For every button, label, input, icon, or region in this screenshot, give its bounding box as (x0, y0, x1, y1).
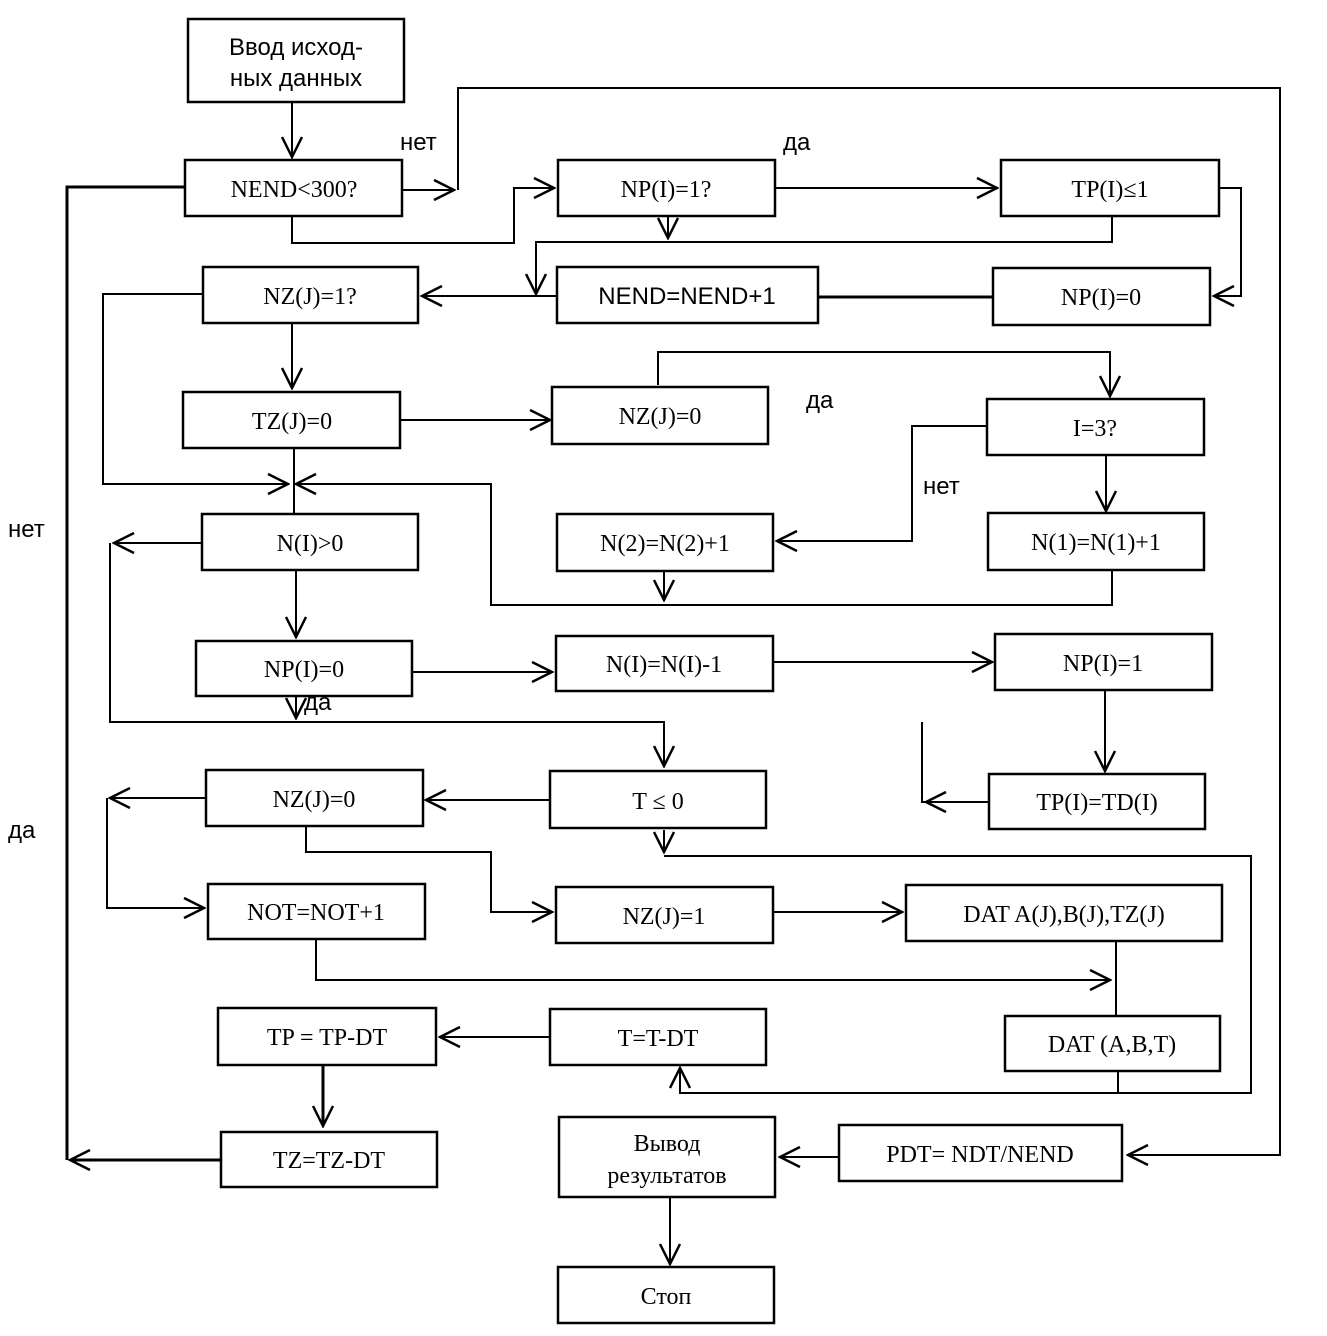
block-tz-zero-text: TZ(J)=0 (252, 409, 332, 435)
block-np-one: NP(I)=1 (993, 632, 1214, 692)
block-t-check-text: T ≤ 0 (632, 789, 683, 815)
block-output-line-1: Вывод (634, 1131, 701, 1157)
edge-not-to-dat (315, 940, 1110, 980)
block-dat-abtz: DAT A(J),B(J),TZ(J) (904, 883, 1224, 943)
edge-nz-zero-to-i3 (657, 351, 1110, 396)
label-no-left: нет (8, 516, 45, 543)
edge-no-to-pdt (457, 87, 1281, 1155)
block-tp-td-text: TP(I)=TD(I) (1036, 790, 1158, 816)
block-n-dec: N(I)=N(I)-1 (554, 634, 775, 693)
block-nz-zero-b: NZ(J)=0 (204, 768, 425, 828)
block-n1-inc-text: N(1)=N(1)+1 (1031, 530, 1161, 556)
block-nz1-check-text: NZ(J)=1? (263, 284, 357, 310)
edge-i3-to-n2-inc (777, 425, 987, 541)
block-n1-inc: N(1)=N(1)+1 (986, 511, 1206, 572)
block-nz-zero-a-text: NZ(J)=0 (619, 404, 702, 430)
block-i3-check-text: I=3? (1073, 416, 1117, 442)
block-nend-inc-text: NEND=NEND+1 (598, 283, 775, 310)
edge-nz-zero-to-nz-one (305, 826, 552, 912)
block-not-inc: NOT=NOT+1 (206, 882, 427, 941)
block-np-zero-a: NP(I)=0 (991, 266, 1212, 327)
block-dat-abt-text: DAT (A,B,T) (1048, 1032, 1176, 1058)
connectors (65, 87, 1281, 1264)
label-yes-mid: да (806, 387, 834, 414)
block-np-one-text: NP(I)=1 (1063, 651, 1143, 677)
block-nz-one-text: NZ(J)=1 (623, 904, 706, 930)
edge-tp-check-to-np-zero (1214, 187, 1242, 296)
edge-nend-check-to-np1-check (291, 188, 554, 244)
block-nend-check: NEND<300? (183, 158, 404, 218)
label-yes-left: да (8, 817, 36, 844)
edge-left-big-loop (65, 185, 186, 1160)
edge-nz-zero-to-not (106, 798, 204, 908)
block-nz-one: NZ(J)=1 (554, 885, 775, 945)
edge-tp-td-to-join (921, 722, 989, 803)
block-np1-check-text: NP(I)=1? (621, 177, 712, 203)
block-nz1-check: NZ(J)=1? (201, 265, 420, 325)
edge-dat-abt-to-t-dt (680, 1068, 1119, 1094)
block-nz-zero-a: NZ(J)=0 (550, 385, 770, 446)
block-tz-dt: TZ=TZ-DT (219, 1130, 439, 1189)
label-no-mid: нет (923, 473, 960, 500)
block-tp-check: TP(I)≤1 (999, 158, 1221, 218)
block-tp-check-text: TP(I)≤1 (1071, 177, 1148, 203)
block-pdt: PDT= NDT/NEND (837, 1123, 1124, 1183)
label-yes-top: да (783, 129, 811, 156)
block-nz-zero-b-text: NZ(J)=0 (273, 787, 356, 813)
block-n-dec-text: N(I)=N(I)-1 (606, 652, 722, 678)
block-output-line-2: результатов (607, 1163, 726, 1189)
label-yes-np: да (304, 689, 332, 716)
block-tz-dt-text: TZ=TZ-DT (273, 1148, 386, 1174)
branch-labels: нет да да нет нет да да (8, 129, 960, 844)
block-dat-abt: DAT (A,B,T) (1003, 1014, 1222, 1073)
block-t-check: T ≤ 0 (548, 769, 768, 830)
block-pdt-text: PDT= NDT/NEND (886, 1142, 1074, 1168)
block-np-zero-b-text: NP(I)=0 (264, 657, 344, 683)
block-tp-dt: TP = TP-DT (216, 1006, 438, 1067)
block-input: Ввод исход- ных данных (186, 17, 406, 104)
block-input-line-2: ных данных (230, 65, 362, 92)
edge-t-right-loop (664, 855, 1252, 1094)
block-dat-abtz-text: DAT A(J),B(J),TZ(J) (963, 902, 1165, 928)
block-n-pos-check-text: N(I)>0 (277, 531, 344, 557)
block-tz-zero: TZ(J)=0 (181, 390, 402, 450)
block-np-zero-b: NP(I)=0 (194, 639, 414, 698)
block-nend-inc: NEND=NEND+1 (555, 265, 820, 325)
edge-nz1-no-loop (102, 293, 288, 484)
block-np1-check: NP(I)=1? (556, 158, 777, 218)
block-output: Вывод результатов (557, 1115, 777, 1199)
block-np-zero-a-text: NP(I)=0 (1061, 285, 1141, 311)
label-no-top: нет (400, 129, 437, 156)
edge-n1-inc-loop (296, 484, 1113, 606)
edge-tp-check-to-nend-inc (536, 216, 1113, 294)
block-n2-inc: N(2)=N(2)+1 (555, 512, 775, 573)
block-n2-inc-text: N(2)=N(2)+1 (600, 531, 730, 557)
block-stop: Стоп (556, 1265, 776, 1325)
block-tp-dt-text: TP = TP-DT (267, 1025, 388, 1051)
block-i3-check: I=3? (985, 397, 1206, 457)
block-tp-td: TP(I)=TD(I) (987, 772, 1207, 831)
block-input-line-1: Ввод исход- (229, 34, 363, 61)
block-nend-check-text: NEND<300? (231, 177, 358, 203)
block-n-pos-check: N(I)>0 (200, 512, 420, 572)
block-not-inc-text: NOT=NOT+1 (247, 900, 385, 926)
block-t-dt-text: T=T-DT (618, 1026, 699, 1052)
block-stop-text: Стоп (641, 1284, 692, 1310)
block-t-dt: T=T-DT (548, 1007, 768, 1067)
edge-left-loop-to-t (109, 543, 664, 766)
